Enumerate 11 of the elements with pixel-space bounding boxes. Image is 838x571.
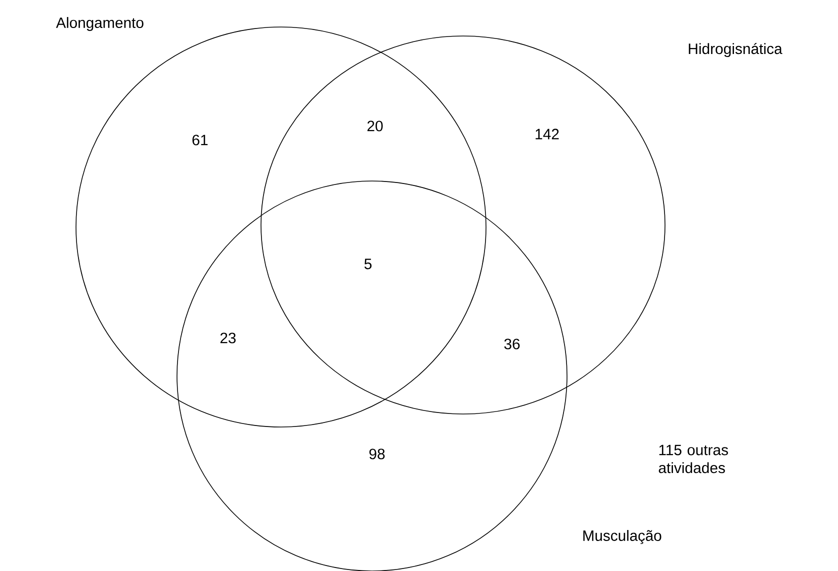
region-count: 36 bbox=[504, 338, 520, 350]
note-text: 115 outras atividades bbox=[658, 444, 728, 474]
region-count: 61 bbox=[192, 134, 208, 146]
set-label: Hidrogisnática bbox=[688, 42, 782, 58]
region-count: 142 bbox=[536, 128, 559, 140]
set-label: Musculação bbox=[583, 530, 662, 544]
region-count: 23 bbox=[220, 332, 236, 344]
set-label: Alongamento bbox=[56, 17, 144, 31]
region-count: 5 bbox=[364, 258, 372, 270]
region-count: 20 bbox=[367, 120, 383, 132]
region-count: 98 bbox=[369, 448, 385, 460]
